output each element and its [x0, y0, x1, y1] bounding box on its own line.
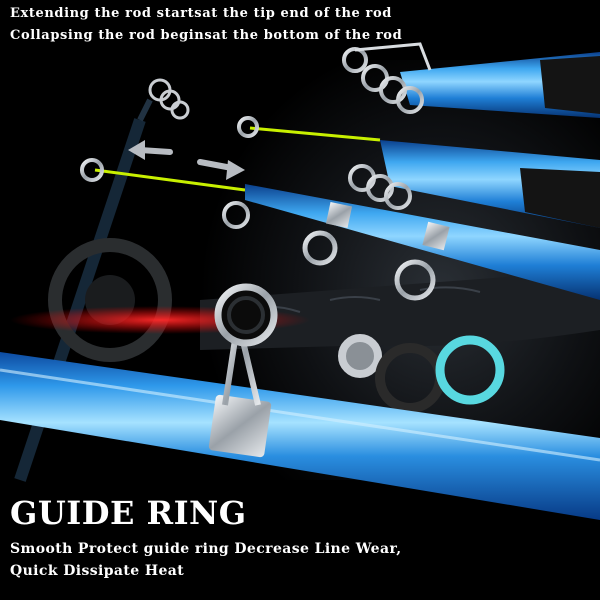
- collapse-caption: Collapsing the rod beginsat the bottom o…: [10, 28, 403, 43]
- extend-caption: Extending the rod startsat the tip end o…: [10, 6, 392, 21]
- rod-extended: [80, 158, 600, 301]
- feature-desc-line1: Smooth Protect guide ring Decrease Line …: [10, 541, 402, 557]
- rod-foreground: [0, 283, 600, 520]
- guide-ring: [214, 283, 278, 347]
- rod-top: [342, 42, 600, 118]
- arrow-left-icon: [128, 140, 173, 160]
- feature-desc-line2: Quick Dissipate Heat: [10, 563, 185, 579]
- rod-middle: [237, 116, 600, 228]
- arrow-right-icon: [197, 159, 245, 180]
- ring-components: [338, 334, 505, 413]
- feature-headline: GUIDE RING: [10, 494, 247, 532]
- shoreline: [200, 270, 600, 350]
- tip-guides-icon: [148, 78, 190, 120]
